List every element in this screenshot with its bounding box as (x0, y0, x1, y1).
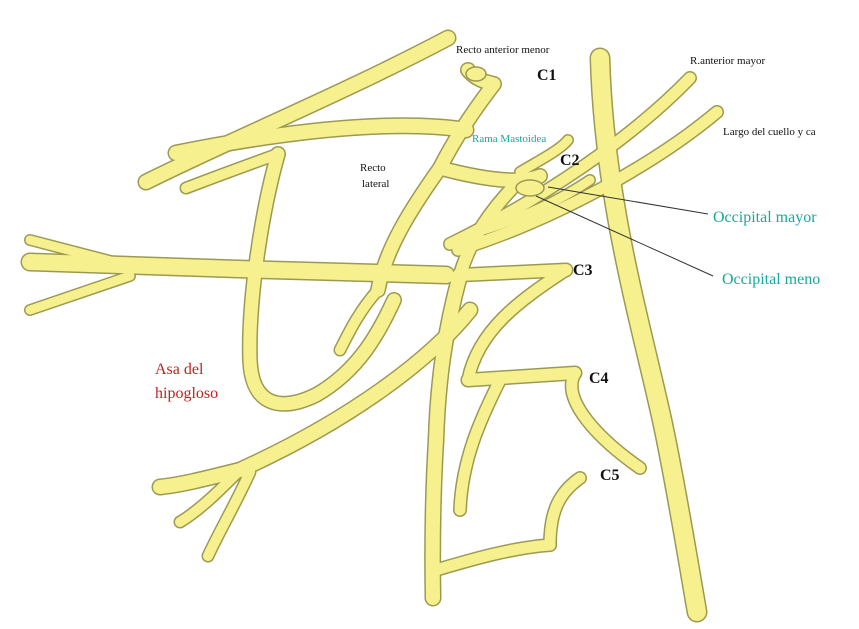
label-occipital-mayor: Occipital mayor (713, 209, 817, 226)
nerve-supraclavicular-2 (175, 465, 245, 527)
label-occipital-menor: Occipital meno (722, 271, 820, 288)
nerve-c2-trunk (433, 161, 547, 187)
nerve-hypoglossal-loop (243, 147, 401, 411)
label-asa-line2: hipogloso (155, 385, 218, 402)
label-rama-mastoidea: Rama Mastoidea (472, 133, 546, 145)
label-c1: C1 (537, 67, 557, 84)
nerve-supraclavicular-3 (203, 467, 255, 561)
label-c5: C5 (600, 467, 620, 484)
nerve-c4-root (462, 367, 581, 386)
nerve-main-trunk-lower (425, 433, 443, 605)
nerve-hypoglossal-fan-1 (25, 235, 135, 271)
nerve-c1-root (433, 63, 501, 175)
nerve-vague-connection (335, 285, 383, 355)
label-recto: Recto (360, 162, 386, 174)
nerve-supraclavicular-1 (153, 303, 477, 494)
nerve-hypoglossal-nerve (22, 254, 454, 283)
label-lateral: lateral (362, 178, 389, 190)
nerve-c3-descending (429, 268, 467, 447)
nerve-drawing (20, 29, 724, 623)
nerve-hypoglossal-fan-2 (25, 271, 135, 315)
label-c2: C2 (560, 152, 580, 169)
nerve-c1-terminal (465, 66, 487, 82)
nerve-c5-lower (430, 539, 556, 576)
nerve-c4-descending (454, 374, 506, 516)
nerve-largo-cuello-branch (452, 106, 723, 256)
nerve-c3-c4-loop (462, 264, 572, 386)
label-asa-line1: Asa del (155, 361, 204, 378)
nerve-upper-left-oblique (139, 31, 455, 189)
label-c3: C3 (573, 262, 593, 279)
leader-occipital-mayor (547, 186, 709, 215)
nerve-outline-c3-c4-loop (461, 263, 573, 387)
nerve-upper-horizontal (169, 118, 473, 160)
label-r-anterior-mayor: R.anterior mayor (690, 55, 765, 67)
nerve-c5-root (544, 472, 586, 551)
nerve-c2-terminal (515, 179, 545, 197)
label-c4: C4 (589, 370, 609, 387)
nerve-c3-root (454, 264, 572, 281)
label-largo-cuello: Largo del cuello y ca (723, 126, 816, 138)
label-recto-anterior-menor: Recto anterior menor (456, 44, 550, 56)
leader-occipital-menor (535, 195, 714, 277)
nerve-occipital-branch (465, 175, 595, 239)
nerve-mastoid-branch (515, 135, 573, 177)
nerve-c4-to-trunk (566, 367, 646, 474)
nerve-sympathetic-trunk (591, 49, 706, 621)
nerve-upper-branch-stub (181, 149, 283, 193)
